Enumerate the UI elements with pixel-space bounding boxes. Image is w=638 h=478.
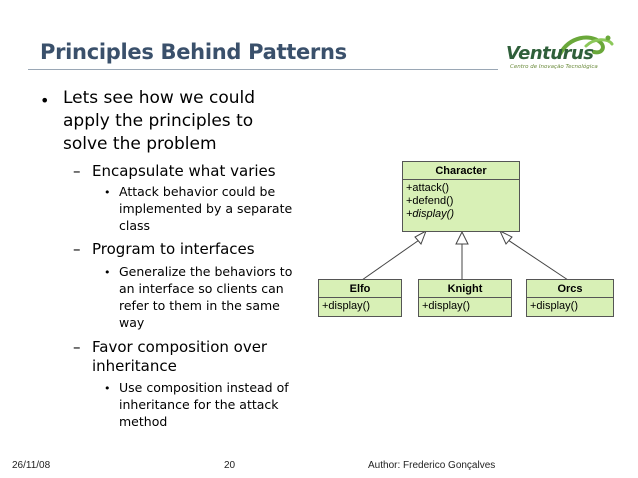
uml-class-elfo: Elfo +display() xyxy=(318,279,402,317)
uml-operations: +display() xyxy=(527,298,613,315)
title-divider xyxy=(28,69,498,70)
bullet-text: an interface so clients can xyxy=(119,281,284,296)
logo-wordmark: Venturus xyxy=(506,43,594,64)
uml-class-name: Character xyxy=(403,162,519,180)
uml-operation: +defend() xyxy=(406,195,454,207)
dash-marker: – xyxy=(73,338,81,356)
uml-operation: +display() xyxy=(530,300,578,312)
bullet-text: class xyxy=(119,218,151,233)
uml-operation: +attack() xyxy=(406,182,450,194)
footer-date: 26/11/08 xyxy=(12,460,51,471)
uml-class-name: Knight xyxy=(419,280,511,298)
uml-class-knight: Knight +display() xyxy=(418,279,512,317)
bullet-marker: • xyxy=(104,382,111,395)
uml-operations: +display() xyxy=(419,298,511,315)
bullet-text: method xyxy=(119,414,168,429)
uml-abstract-operation: +display() xyxy=(406,208,454,220)
bullet-text: Favor composition over xyxy=(92,338,268,356)
bullet-text: inheritance xyxy=(92,357,177,375)
uml-operations: +attack() +defend() +display() xyxy=(403,180,519,223)
bullet-text: Lets see how we could xyxy=(63,88,256,108)
bullet-marker: • xyxy=(104,266,111,279)
bullet-list: • Lets see how we could apply the princi… xyxy=(0,0,320,440)
dash-marker: – xyxy=(73,240,81,258)
bullet-text: way xyxy=(119,315,145,330)
bullet-marker: • xyxy=(40,91,50,110)
uml-class-character: Character +attack() +defend() +display() xyxy=(402,161,520,232)
dash-marker: – xyxy=(73,162,81,180)
bullet-text: Encapsulate what varies xyxy=(92,162,276,180)
bullet-text: implemented by a separate xyxy=(119,201,293,216)
bullet-text: Generalize the behaviors to xyxy=(119,264,293,279)
uml-class-orcs: Orcs +display() xyxy=(526,279,614,317)
footer-page-number: 20 xyxy=(224,460,236,471)
bullet-text: Attack behavior could be xyxy=(119,184,276,199)
uml-class-name: Elfo xyxy=(319,280,401,298)
uml-class-name: Orcs xyxy=(527,280,613,298)
uml-operations: +display() xyxy=(319,298,401,315)
bullet-text: inheritance for the attack xyxy=(119,397,279,412)
uml-operation: +display() xyxy=(322,300,370,312)
logo-tagline: Centro de Inovação Tecnológica xyxy=(510,64,598,70)
bullet-text: apply the principles to xyxy=(63,111,254,131)
bullet-marker: • xyxy=(104,186,111,199)
bullet-text: refer to them in the same xyxy=(119,298,280,313)
bullet-text: Use composition instead of xyxy=(119,380,289,395)
bullet-text: Program to interfaces xyxy=(92,240,255,258)
bullet-text: solve the problem xyxy=(63,134,217,154)
venturus-logo: Venturus Centro de Inovação Tecnológica xyxy=(500,30,618,78)
footer-author: Author: Frederico Gonçalves xyxy=(368,460,496,471)
logo-swirl-icon xyxy=(558,35,614,56)
slide-title: Principles Behind Patterns xyxy=(40,40,347,64)
uml-operation: +display() xyxy=(422,300,470,312)
